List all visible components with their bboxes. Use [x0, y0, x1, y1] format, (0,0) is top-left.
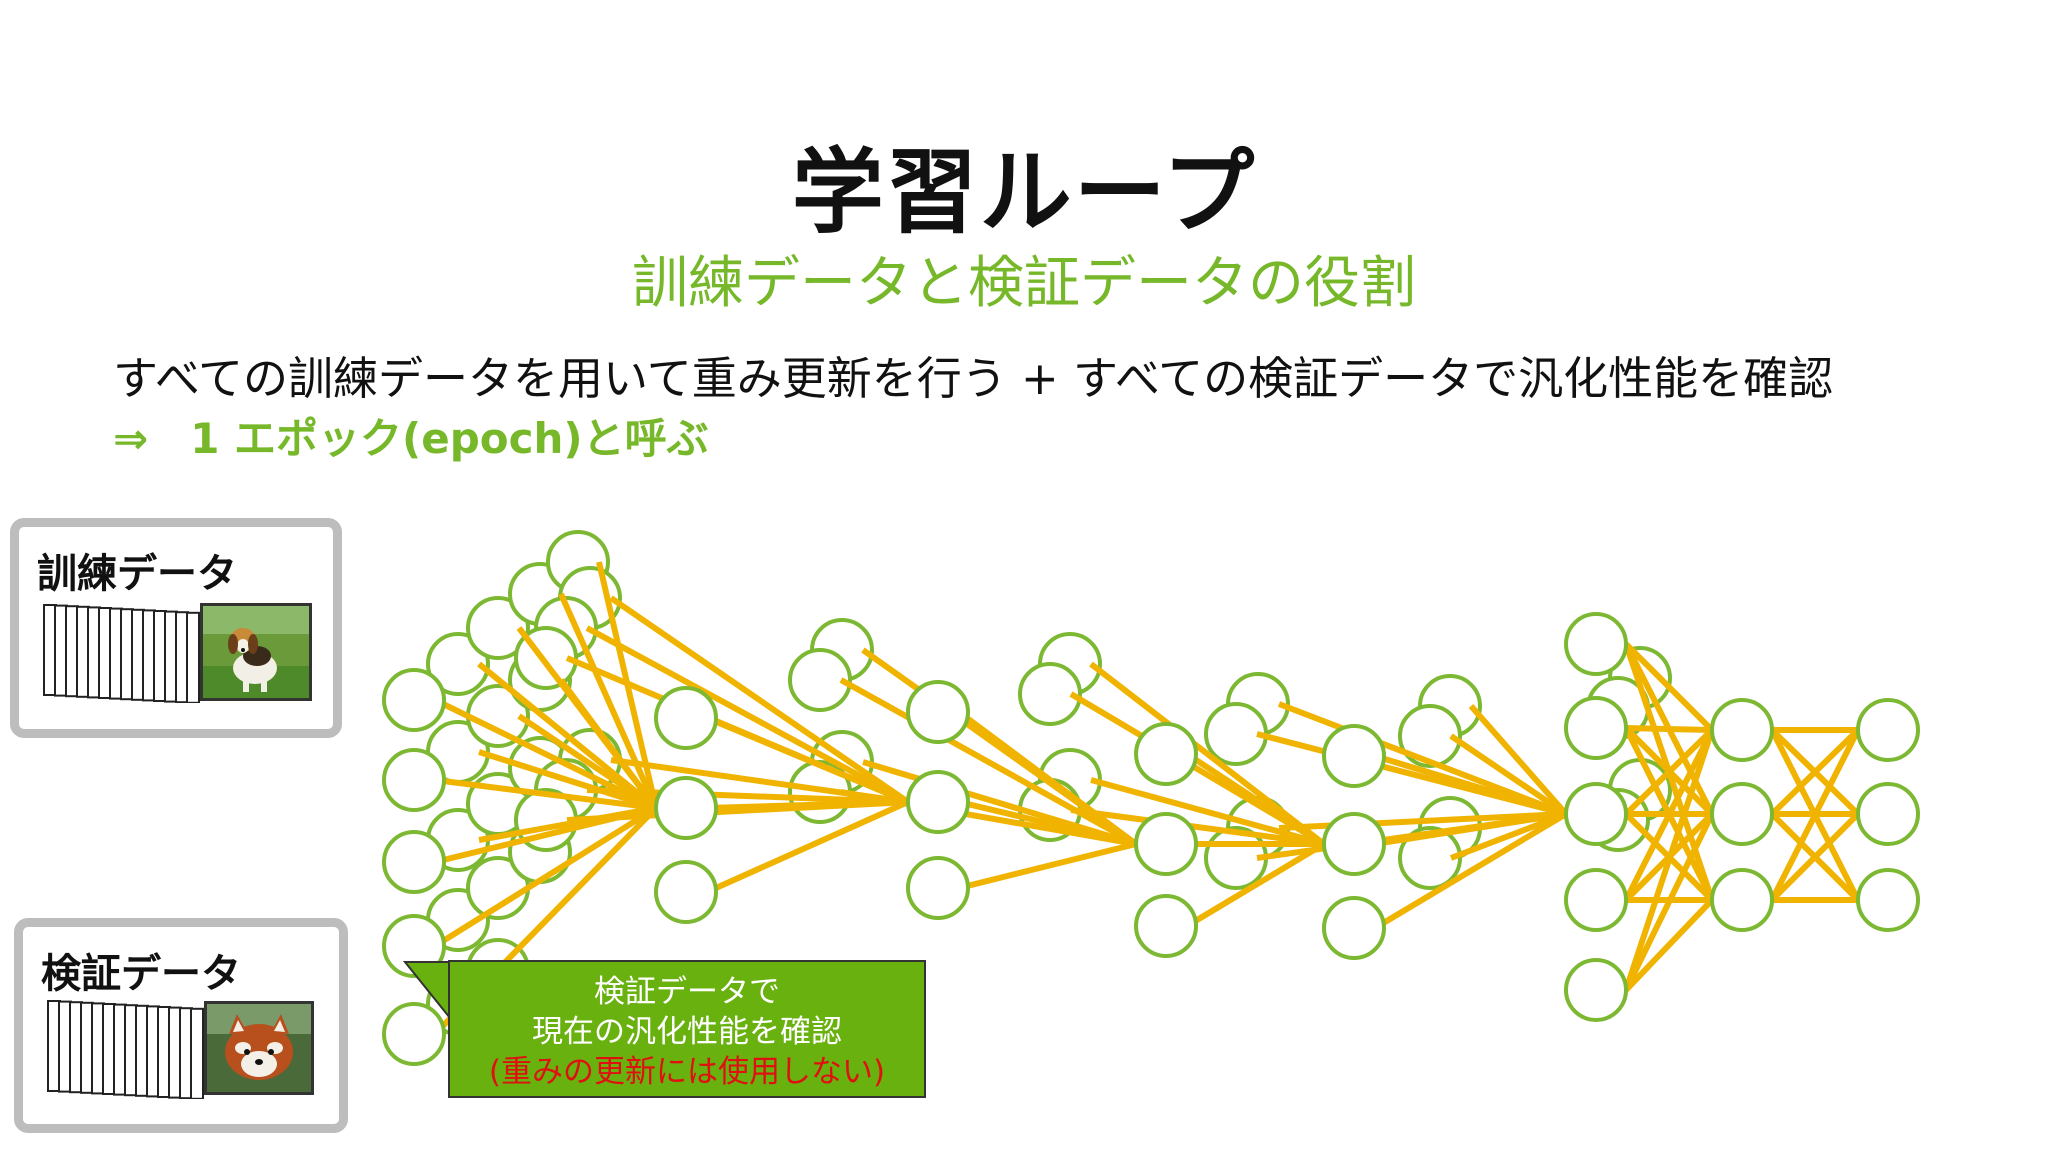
network-node: [1564, 696, 1628, 760]
connection-edge: [862, 759, 1137, 847]
connection-edge: [586, 787, 909, 805]
connection-edge: [478, 805, 657, 843]
network-node: [382, 1002, 446, 1066]
network-node: [382, 668, 446, 732]
connection-edge: [1070, 807, 1325, 847]
connection-edge: [1625, 725, 1713, 733]
connection-edge: [839, 677, 1138, 847]
connection-edge: [1769, 811, 1861, 903]
connection-edge: [1623, 729, 1715, 991]
connection-edge: [1277, 701, 1568, 817]
background-node: [1398, 826, 1462, 890]
train-data-box: 訓練データ: [10, 518, 342, 738]
network-node: [1710, 868, 1774, 932]
connection-edge: [1090, 777, 1325, 847]
network-node: [382, 748, 446, 812]
connection-edge: [1185, 841, 1326, 929]
connection-edge: [433, 805, 658, 949]
connection-edge: [840, 789, 1137, 847]
network-node: [654, 860, 718, 924]
connection-edge: [1623, 725, 1715, 817]
connection-edge: [1623, 641, 1715, 733]
network-node: [906, 770, 970, 834]
beagle-dog-photo: [200, 603, 312, 701]
network-node: [1134, 812, 1198, 876]
connection-edge: [558, 678, 659, 810]
connection-edge: [1623, 897, 1715, 993]
network-node: [1856, 698, 1920, 762]
connection-edge: [1769, 728, 1861, 902]
connection-edge: [1470, 811, 1567, 831]
epoch-definition: ⇒ 1 エポック(epoch)と呼ぶ: [113, 414, 709, 463]
network-node: [1322, 812, 1386, 876]
connection-edge: [434, 777, 657, 811]
network-node: [1856, 782, 1920, 846]
connection-edge: [478, 749, 657, 811]
data-sheet: [186, 611, 200, 703]
train-data-stack-icon: [43, 604, 200, 703]
background-node: [788, 648, 852, 712]
network-node: [1564, 782, 1628, 846]
network-node: [1322, 724, 1386, 788]
background-node: [466, 596, 530, 660]
network-node: [382, 830, 446, 894]
network-node: [654, 686, 718, 750]
callout-line-2: 現在の汎化性能を確認: [532, 1014, 842, 1050]
data-sheet: [190, 1007, 204, 1099]
connection-edge: [1449, 811, 1568, 861]
connection-edge: [477, 661, 658, 811]
background-node: [426, 632, 490, 696]
connection-edge: [705, 799, 910, 895]
validation-data-label: 検証データ: [41, 951, 241, 997]
connection-edge: [958, 841, 1137, 891]
network-node: [1856, 868, 1920, 932]
background-node: [1018, 662, 1082, 726]
network-node: [1322, 896, 1386, 960]
connection-edge: [1449, 733, 1568, 817]
connection-edge: [566, 799, 909, 823]
callout-line-1: 検証データで: [594, 974, 780, 1010]
connection-edge: [1468, 704, 1569, 816]
description-text: すべての訓練データを用いて重み更新を行う + すべての検証データで汎化性能を確認: [113, 352, 1834, 405]
validation-data-box: 検証データ: [14, 918, 348, 1133]
network-node: [1564, 868, 1628, 932]
network-node: [1134, 722, 1198, 786]
validation-callout: 検証データで 現在の汎化性能を確認 (重みの更新には使用しない): [448, 960, 926, 1098]
slide-title: 学習ループ: [791, 139, 1257, 246]
network-node: [1710, 782, 1774, 846]
red-panda-photo: [204, 1001, 314, 1095]
connection-edge: [585, 625, 910, 805]
connection-edge: [1256, 731, 1567, 817]
connection-edge: [1623, 728, 1715, 902]
validation-data-stack-icon: [47, 1000, 204, 1099]
network-node: [1564, 612, 1628, 676]
network-node: [1710, 698, 1774, 762]
network-node: [906, 856, 970, 920]
connection-edge: [1069, 691, 1326, 847]
callout-line-3: (重みの更新には使用しない): [488, 1054, 886, 1090]
connection-edge: [565, 655, 910, 805]
network-node: [1134, 894, 1198, 958]
background-node: [1398, 704, 1462, 768]
connection-edge: [1373, 811, 1568, 931]
connection-edge: [558, 592, 659, 810]
network-node: [906, 680, 970, 744]
slide-subtitle: 訓練データと検証データの役割: [632, 251, 1416, 316]
network-node: [654, 776, 718, 840]
network-node: [1564, 958, 1628, 1022]
connection-edge: [609, 595, 910, 805]
connection-edge: [1089, 661, 1326, 847]
connection-edge: [1623, 812, 1715, 992]
connection-edge: [1278, 811, 1567, 831]
connection-edge: [1769, 727, 1861, 817]
train-data-label: 訓練データ: [37, 551, 237, 597]
